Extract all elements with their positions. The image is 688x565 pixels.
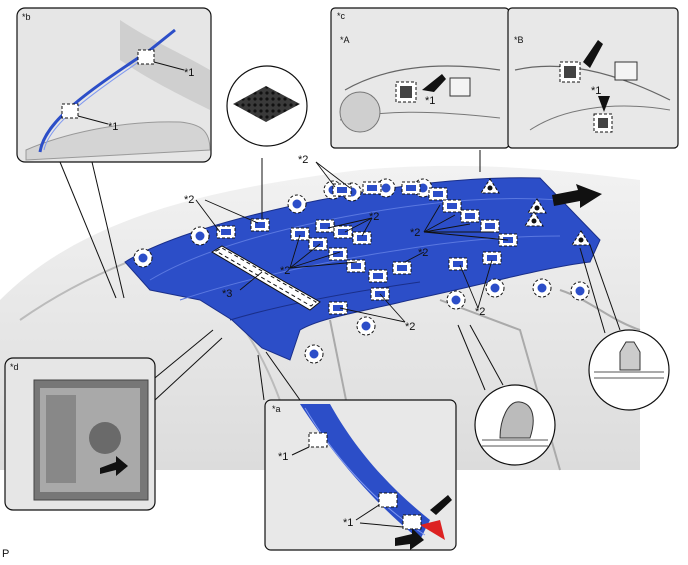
inset-d-tag: *d (10, 362, 19, 372)
label-2d: *2 (410, 227, 420, 239)
clip-triangle-icon (571, 230, 591, 246)
clip-rect-icon (216, 225, 236, 239)
inset-B-callout: *1 (591, 85, 601, 97)
clip-rect-icon (328, 301, 348, 315)
clip-detail-1 (457, 324, 556, 466)
clip-circle-icon (446, 290, 466, 310)
clip-circle-icon (570, 281, 590, 301)
velcro-pad-icon (233, 86, 300, 122)
velcro-detail (226, 65, 308, 218)
clip-circle-icon (287, 194, 307, 214)
inset-b-callout-1: *1 (184, 67, 194, 79)
triangle-clips (480, 178, 591, 246)
label-2c: *2 (369, 211, 379, 223)
clip-rect-icon (352, 231, 372, 245)
main-labels: *2 *2 *2 *2 *2 *2 *2 *2 *3 (184, 154, 485, 333)
clip-rect-icon (346, 259, 366, 273)
inset-c-tag: *c (337, 11, 346, 21)
clip-rect-icon (308, 237, 328, 251)
clip-rect-icon (368, 269, 388, 283)
circle-clips (133, 178, 590, 364)
clip-rect-icon (460, 209, 480, 223)
direction-arrow-icon (552, 184, 602, 208)
clip-rect-icon (315, 219, 335, 233)
label-2b: *2 (184, 194, 194, 206)
clip-rect-icon (482, 251, 502, 265)
inset-a-callout-2: *1 (343, 517, 353, 529)
clip-rect-icon (448, 257, 468, 271)
clip-triangle-icon (480, 178, 500, 194)
inset-c-subtag: *A (340, 35, 350, 45)
label-2g: *2 (475, 306, 485, 318)
inset-d: *d (4, 329, 223, 511)
clip-rect-icon (333, 225, 353, 239)
label-2a: *2 (298, 154, 308, 166)
inset-a: *a *1 *1 (257, 351, 457, 551)
corner-mark: P (2, 548, 9, 560)
clip-circle-icon (532, 278, 552, 298)
clip-rect-icon (328, 247, 348, 261)
clip-circle-icon (485, 278, 505, 298)
label-2h: *2 (405, 321, 415, 333)
label-2e: *2 (418, 247, 428, 259)
clip-rect-icon (362, 181, 382, 195)
inset-B-tag: *B (514, 35, 524, 45)
clip-circle-icon (190, 226, 210, 246)
clip-rect-icon (332, 183, 352, 197)
clip-rect-icon (442, 199, 462, 213)
clip-rect-icon (290, 227, 310, 241)
inset-b-tag: *b (22, 12, 31, 22)
inset-a-tag: *a (272, 404, 281, 414)
clip-rect-icon (428, 187, 448, 201)
label-3: *3 (222, 288, 232, 300)
clip-circle-icon (304, 344, 324, 364)
label-2f: *2 (280, 265, 290, 277)
sunroof-frame (211, 245, 321, 311)
clip-rect-icon (392, 261, 412, 275)
clip-circle-icon (133, 248, 153, 268)
callout-leaders (195, 161, 509, 323)
clip-detail-2 (579, 244, 670, 411)
inset-c: *c *A *1 (330, 7, 510, 172)
inset-c-callout: *1 (425, 95, 435, 107)
clip-rect-icon (401, 181, 421, 195)
clip-circle-icon (356, 316, 376, 336)
clip-circle-icon (376, 178, 396, 198)
inset-B: *B *1 (507, 7, 679, 149)
rect-clips (216, 181, 518, 315)
clip-triangle-icon (524, 211, 544, 227)
clip-rect-icon (480, 219, 500, 233)
clip-triangle-icon (527, 198, 547, 214)
inset-b-callout-2: *1 (108, 121, 118, 133)
inset-b: *b *1 *1 (16, 7, 212, 299)
inset-a-callout-1: *1 (278, 451, 288, 463)
